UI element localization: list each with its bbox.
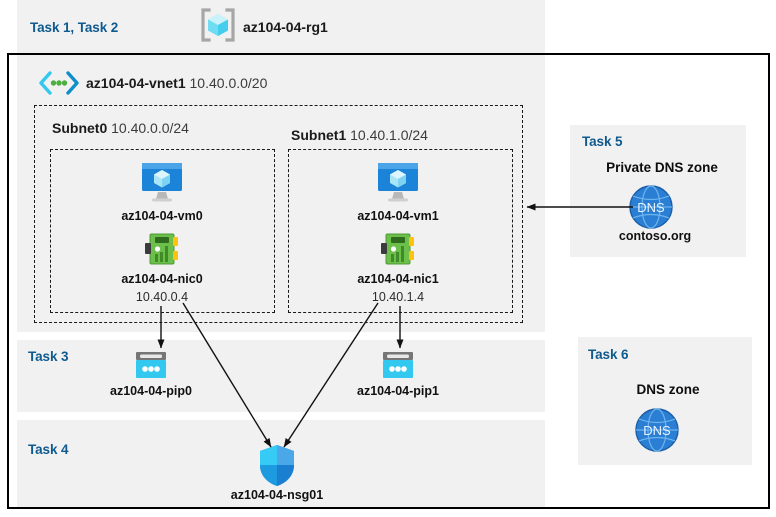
vm1-label: az104-04-vm1 (357, 209, 439, 223)
svg-text:DNS: DNS (637, 200, 665, 215)
resource-group-icon (200, 8, 236, 42)
svg-text:DNS: DNS (643, 423, 671, 438)
vnet-address-space: 10.40.0.0/20 (189, 75, 268, 91)
vnet-name-text: az104-04-vnet1 (86, 75, 186, 91)
virtual-machine-icon (139, 161, 185, 203)
task4-label: Task 4 (28, 442, 69, 457)
private-dns-zone-title: Private DNS zone (606, 160, 718, 175)
vnet-title: az104-04-vnet1 10.40.0.0/20 (86, 75, 267, 91)
task6-label: Task 6 (588, 347, 629, 362)
vnet-boundary (34, 105, 523, 323)
nsg-label: az104-04-nsg01 (230, 488, 324, 502)
subnet1-title: Subnet1 10.40.1.0/24 (291, 127, 428, 143)
task3-panel (17, 340, 545, 412)
subnet1-address-prefix: 10.40.1.0/24 (350, 127, 428, 143)
resource-group-name-text: az104-04-rg1 (243, 19, 328, 35)
resource-group-name: az104-04-rg1 (243, 19, 328, 35)
public-ip-address-icon (379, 350, 417, 382)
network-interface-icon (378, 232, 418, 268)
subnet0-address-prefix: 10.40.0.0/24 (111, 120, 189, 136)
resource-group-panel (17, 0, 545, 332)
pip0-label: az104-04-pip0 (110, 384, 192, 398)
task5-label: Task 5 (582, 134, 623, 149)
dns-zone-icon: DNS (634, 407, 680, 453)
dns-zone-icon: DNS (628, 184, 674, 230)
network-interface-icon (142, 232, 182, 268)
subnet0-title: Subnet0 10.40.0.0/24 (52, 120, 189, 136)
nic1-label: az104-04-nic1 (357, 272, 439, 286)
subnet1-name-text: Subnet1 (291, 127, 347, 143)
network-security-group-icon (257, 443, 297, 487)
nic1-private-ip: 10.40.1.4 (371, 290, 425, 304)
virtual-network-icon (38, 70, 80, 96)
diagram-outer-border (7, 53, 770, 509)
virtual-machine-icon (375, 161, 421, 203)
subnet0-boundary (50, 149, 275, 313)
task3-label: Task 3 (28, 349, 69, 364)
vm0-label: az104-04-vm0 (121, 209, 203, 223)
nic0-label: az104-04-nic0 (121, 272, 203, 286)
task1-task2-label: Task 1, Task 2 (30, 20, 119, 35)
private-dns-zone-name: contoso.org (618, 229, 692, 243)
public-ip-address-icon (132, 350, 170, 382)
subnet0-name-text: Subnet0 (52, 120, 108, 136)
pip1-label: az104-04-pip1 (357, 384, 439, 398)
nic0-private-ip: 10.40.0.4 (135, 290, 189, 304)
dns-zone-title: DNS zone (636, 382, 700, 397)
